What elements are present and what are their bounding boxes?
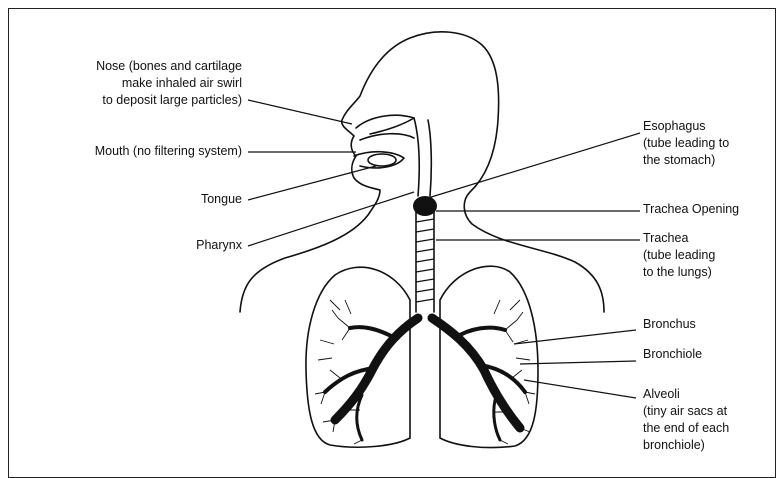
- tongue-shape: [368, 154, 396, 166]
- label-alveoli: Alveoli (tiny air sacs at the end of eac…: [643, 386, 773, 454]
- label-bronchiole: Bronchiole: [643, 346, 773, 363]
- label-trachea: Trachea (tube leading to the lungs): [643, 230, 773, 281]
- label-nose: Nose (bones and cartilage make inhaled a…: [36, 58, 242, 109]
- right-lung: [440, 266, 538, 447]
- trachea-rings: [416, 219, 434, 302]
- trachea-opening-shape: [413, 196, 437, 216]
- label-esophagus: Esophagus (tube leading to the stomach): [643, 118, 773, 169]
- label-bronchus: Bronchus: [643, 316, 773, 333]
- body-outline: [240, 32, 604, 312]
- pharynx-tube: [414, 118, 419, 196]
- nasal-cavity: [356, 115, 414, 134]
- label-mouth: Mouth (no filtering system): [36, 143, 242, 160]
- label-tongue: Tongue: [36, 191, 242, 208]
- label-pharynx: Pharynx: [36, 237, 242, 254]
- label-trachea-opening: Trachea Opening: [643, 201, 773, 218]
